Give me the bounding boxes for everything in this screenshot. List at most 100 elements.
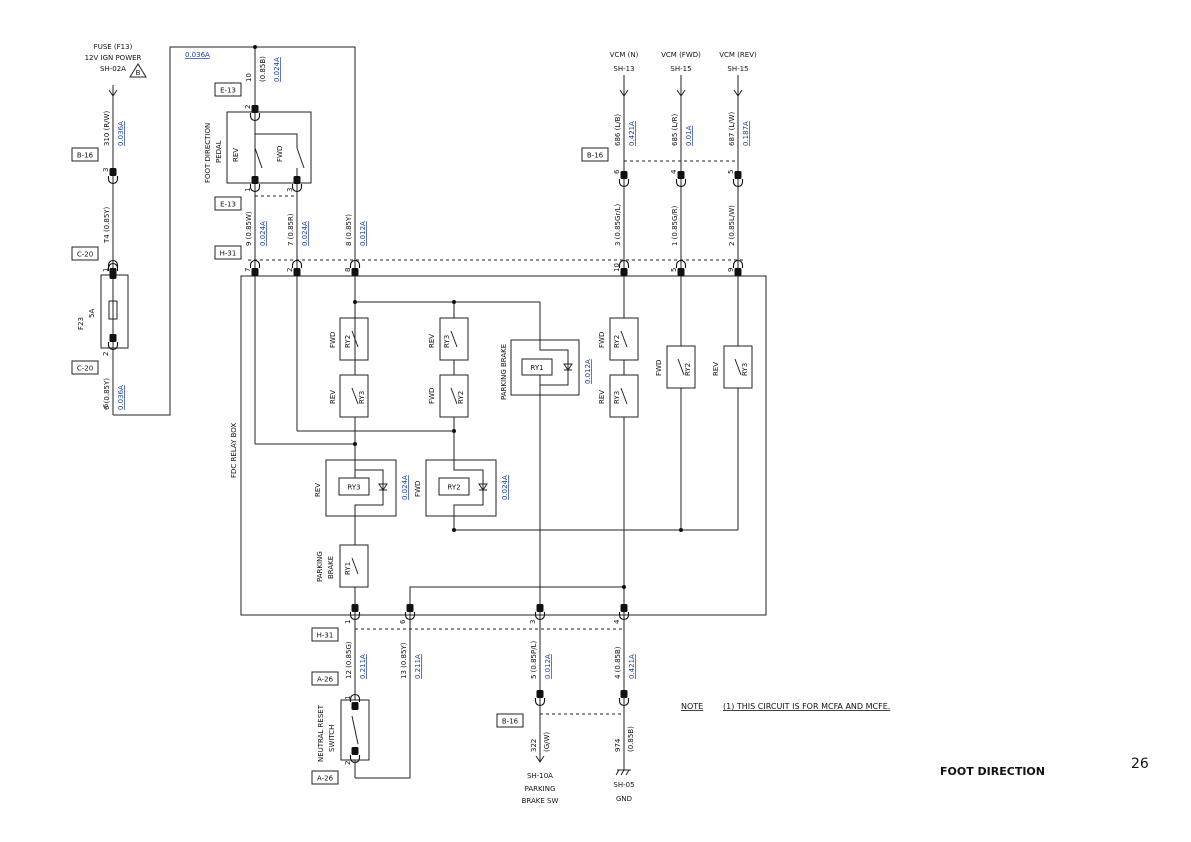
wire-lines	[100, 46, 767, 779]
wire-8-current: 0.012A	[359, 221, 367, 246]
coil-ry1: RY1	[530, 364, 543, 372]
pin-10: 10	[613, 263, 621, 272]
wire-1: 1 (0.85G/R)	[671, 205, 679, 246]
pin-5: 5	[727, 170, 735, 174]
vcm-fwd-label: VCM (FWD)	[661, 51, 701, 59]
right-contact-1-fwd: FWD	[598, 332, 606, 348]
wire-322-spec: (G/W)	[543, 732, 551, 752]
pedal-rev-label: REV	[232, 148, 240, 162]
parking-sheet: SH-10A	[527, 772, 553, 780]
gnd-label: GND	[616, 795, 632, 803]
pin-4: 4	[670, 169, 678, 174]
mid-contact-2-ry: RY2	[457, 391, 465, 404]
vcm-n-label: VCM (N)	[610, 51, 639, 59]
wire-10-spec: (0.85B)	[259, 56, 267, 82]
pedal-line2: PEDAL	[215, 140, 223, 163]
connector-a26-1: A-26	[317, 676, 334, 684]
warning-triangle-icon	[129, 63, 147, 78]
vcm-fwd-sheet: SH-15	[670, 65, 691, 73]
wire-4-current: 0.421A	[628, 654, 636, 679]
pin-8: 8	[344, 268, 352, 272]
wire-310-current: 0.036A	[117, 121, 125, 146]
coil-fwd-label: FWD	[414, 481, 422, 497]
pedal-line1: FOOT DIRECTION	[204, 123, 212, 183]
neutral-line2: SWITCH	[328, 725, 336, 752]
neutral-line1: NEUTRAL RESET	[317, 704, 325, 762]
coil-ry3: RY3	[347, 484, 360, 492]
wire-974: 974	[614, 738, 622, 752]
connector-h31-2: H-31	[317, 632, 334, 640]
diodes	[378, 363, 573, 491]
wire-310: 310 (R/W)	[103, 111, 111, 146]
parking-label: PARKING	[316, 551, 324, 582]
wire-labels: 310 (R/W) 0.036A T4 (0.85Y) 6 (0.85Y) 0.…	[103, 51, 750, 752]
wire-7-current: 0.024A	[301, 221, 309, 246]
connector-c20-2: C-20	[77, 365, 93, 373]
fwd-contact-ry: RY2	[684, 363, 692, 376]
coil-rev-label: REV	[314, 483, 322, 497]
mid-contact-2-fwd: FWD	[428, 388, 436, 404]
left-contact-2-ry: RY3	[358, 391, 366, 404]
terminals	[107, 104, 744, 764]
gnd-sheet: SH-05	[613, 781, 634, 789]
page-number: 26	[1131, 756, 1149, 772]
pedal-fwd-label: FWD	[276, 146, 284, 162]
rev-contact-ry: RY3	[741, 363, 749, 376]
vcm-n-sheet: SH-13	[613, 65, 634, 73]
pin-numbers: 3 1 2 6 2 1 3 7 2 8 6 4 5 10 5 9 1 6 3 4…	[102, 105, 735, 765]
fuse-rating: 5A	[88, 309, 96, 318]
wire-7: 7 (0.85R)	[287, 213, 295, 246]
pin-1: 1	[344, 620, 352, 624]
wire-5: 5 (0.85P/L)	[530, 641, 538, 679]
coil-rev-current: 0.024A	[401, 475, 409, 500]
wire-6-left: 6 (0.85Y)	[103, 378, 111, 410]
wire-13-current: 0.211A	[414, 654, 422, 679]
connector-b16-1: B-16	[77, 152, 94, 160]
pin-1: 1	[244, 188, 252, 192]
pin-6: 6	[102, 403, 110, 408]
relay-box-label: FDC RELAY BOX	[230, 423, 238, 478]
component-labels: F23 5A FOOT DIRECTION PEDAL REV FWD FDC …	[77, 123, 749, 762]
fuse-name: F23	[77, 317, 85, 330]
pin-4: 4	[613, 619, 621, 624]
wire-9: 9 (0.85W)	[245, 211, 253, 246]
rev-contact-label: REV	[712, 362, 720, 376]
right-contact-2-ry: RY3	[613, 391, 621, 404]
note-label: NOTE	[681, 702, 703, 711]
wire-13: 13 (0.85Y)	[400, 642, 408, 679]
pin-3: 3	[286, 188, 294, 192]
wire-5-current: 0.012A	[544, 654, 552, 679]
wire-687: 687 (L/W)	[728, 112, 736, 146]
pin-6: 6	[613, 169, 621, 174]
wire-685: 685 (L/R)	[671, 114, 679, 146]
wire-8: 8 (0.85Y)	[345, 214, 353, 246]
pin-5: 5	[670, 268, 678, 272]
right-contact-2-rev: REV	[598, 390, 606, 404]
connector-dashes	[248, 160, 745, 715]
pin-6: 6	[399, 619, 407, 624]
arrows	[108, 89, 743, 776]
wire-9-current: 0.024A	[259, 221, 267, 246]
fuse-source-line3: SH-02A	[100, 65, 126, 73]
pin-7: 7	[244, 268, 252, 272]
connector-labels	[71, 82, 609, 785]
coil-ry2: RY2	[447, 484, 460, 492]
parking-line2: BRAKE SW	[522, 797, 559, 805]
pin-3: 3	[529, 620, 537, 624]
vcm-rev-sheet: SH-15	[727, 65, 748, 73]
vcm-rev-label: VCM (REV)	[719, 51, 757, 59]
fuse-source-line2: 12V IGN POWER	[85, 54, 142, 62]
wire-686-current: 0.421A	[628, 121, 636, 146]
page-title: FOOT DIRECTION	[940, 765, 1045, 778]
mid-contact-1-rev: REV	[428, 334, 436, 348]
left-contact-1-fwd: FWD	[329, 332, 337, 348]
wire-t4: T4 (0.85Y)	[103, 206, 111, 244]
connector-e13-2: E-13	[220, 201, 236, 209]
wire-2: 2 (0.85L/W)	[728, 205, 736, 246]
bottom-contact-ry: RY1	[344, 562, 352, 575]
connector-a26-2: A-26	[317, 775, 334, 783]
note-text: (1) THIS CIRCUIT IS FOR MCFA AND MCFE.	[723, 702, 890, 711]
wire-12-current: 0.211A	[359, 654, 367, 679]
connector-b16-3: B-16	[502, 718, 519, 726]
